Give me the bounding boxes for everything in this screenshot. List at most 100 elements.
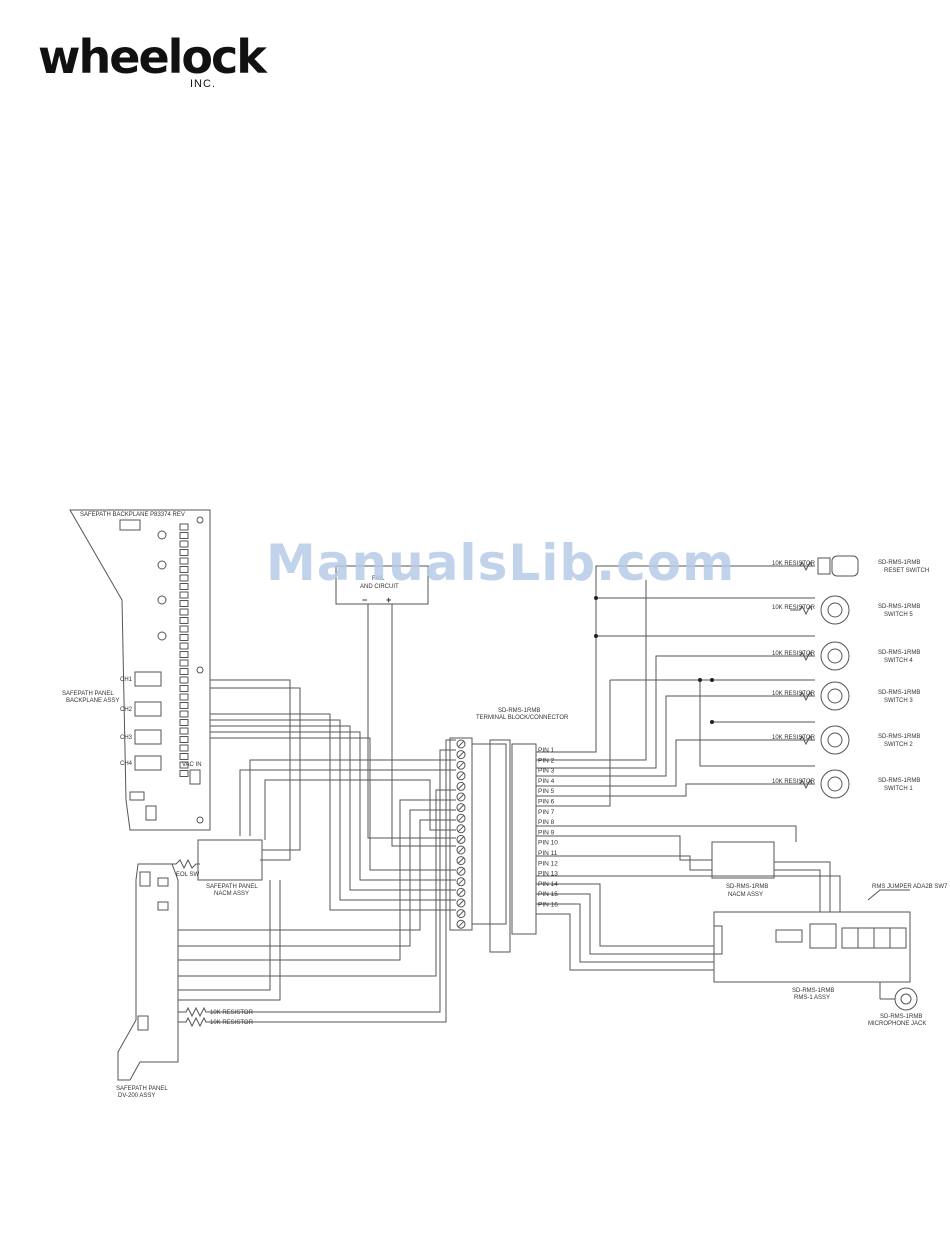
pin-label: PIN 3 [538,768,555,775]
key-switch-core [827,688,843,704]
backplane-title: SAFEPATH BACKPLANE P83374 REV [80,512,185,518]
backplane-terminal [179,685,189,692]
terminal-screw [456,739,466,749]
panel-bottom-outline [117,863,179,1081]
terminal-screw [456,866,466,876]
switch-label-line2: RESET SWITCH [884,568,929,574]
backplane-terminal [179,625,189,633]
resistor-label: 10K RESISTOR [772,605,816,611]
backplane-terminal [179,608,189,616]
ch-label-4: CH4 [120,761,133,767]
key-switch-core [827,732,843,748]
terminal-screw [456,792,466,802]
ch-label-2: CH2 [120,707,133,713]
polarity-positive: + [386,595,391,605]
terminal-screw [456,750,466,760]
switch-label-line2: SWITCH 1 [884,786,913,792]
eol-resistor-2: 10K RESISTOR [210,1020,254,1026]
backplane-terminal [179,702,189,709]
pin-label: PIN 8 [538,819,555,826]
backplane-terminal [179,761,189,769]
backplane-terminal [179,719,189,726]
backplane-terminal [179,583,189,590]
terminal-screw [456,909,466,919]
terminal-screw [456,898,466,908]
brand-name: wheelock [38,30,267,84]
nacm-left-board [197,839,263,881]
pin-label: PIN 6 [538,799,555,806]
pin-label: PIN 12 [538,860,558,867]
switch-label-line2: SWITCH 3 [884,698,913,704]
polarity-negative: − [362,595,367,605]
switch-label-line1: SD-RMS-1RMB [878,560,920,566]
switch-label-line2: SWITCH 2 [884,742,913,748]
backplane-terminal [179,651,189,658]
pin-label: PIN 11 [538,850,558,857]
wheelock-logo: wheelock INC. [38,30,267,90]
rms-board [713,911,911,983]
nacm-right-board [711,841,775,879]
eol-resistor-1: 10K RESISTOR [210,1010,254,1016]
pin-label: PIN 10 [538,840,558,847]
pin-label: PIN 1 [538,747,555,754]
rms-label-1: SD-RMS-1RMB [792,988,834,994]
backplane-terminal [179,659,189,667]
terminal-screw [456,887,466,897]
backplane-assy-1: SAFEPATH PANEL [62,691,114,697]
backplane-terminal [179,668,189,675]
pin-label: PIN 7 [538,809,555,816]
key-switch-core [827,776,843,792]
mic-label-1: SD-RMS-1RMB [880,1014,922,1020]
backplane-terminal [179,540,189,548]
switch-resistor [790,604,813,616]
pin-label: PIN 2 [538,757,555,764]
resistor-label: 10K RESISTOR [772,735,816,741]
ch-label-1: CH1 [120,677,133,683]
backplane-assy-2: BACKPLANE ASSY [66,698,119,704]
switch-label-line2: SWITCH 4 [884,658,913,664]
resistor-label: 10K RESISTOR [772,651,816,657]
switch-label-line1: SD-RMS-1RMB [878,778,920,784]
backplane-terminal [179,770,189,777]
backplane-terminal [179,523,189,531]
pin-label: PIN 5 [538,788,555,795]
reset-switch-shape [817,557,831,575]
backplane-terminal [179,676,189,684]
terminal-screw [456,813,466,823]
nacm-right-label-1: SD-RMS-1RMB [726,884,768,890]
terminal-screw [456,781,466,791]
pin-label: PIN 14 [538,881,558,888]
backplane-terminal [179,642,189,650]
terminal-screw [456,856,466,866]
pin-label: PIN 9 [538,829,555,836]
backplane-terminal [179,727,189,735]
pin-label: PIN 15 [538,891,558,898]
backplane-terminal [179,591,189,599]
brand-suffix: INC. [190,78,216,90]
key-switch-shape [820,725,850,755]
resistor-label: 10K RESISTOR [772,779,816,785]
fail-circuit-box [335,565,429,605]
terminal-block-label-1: SD-RMS-1RMB [498,708,540,714]
fail-label-2: AND CIRCUIT [360,584,399,590]
rms-label-2: RMS-1 ASSY [794,995,830,1001]
terminal-screw [456,834,466,844]
mic-label-2: MICROPHONE JACK [868,1021,926,1027]
key-switch-core [827,648,843,664]
switch-label-line1: SD-RMS-1RMB [878,604,920,610]
backplane-terminal [179,549,189,556]
ch-label-3: CH3 [120,735,133,741]
panel-bottom-label-1: SAFEPATH PANEL [116,1086,168,1092]
nacm-left-label-2: NACM ASSY [214,891,249,897]
watermark: ManualsLib.com [266,534,736,592]
backplane-terminal [179,753,189,760]
terminal-screw [456,824,466,834]
terminal-screw [456,919,466,929]
backplane-terminal [179,617,189,624]
backplane-terminal [179,710,189,718]
resistor-label: 10K RESISTOR [772,561,816,567]
nacm-left-label-1: SAFEPATH PANEL [206,884,258,890]
key-switch-core [827,602,843,618]
